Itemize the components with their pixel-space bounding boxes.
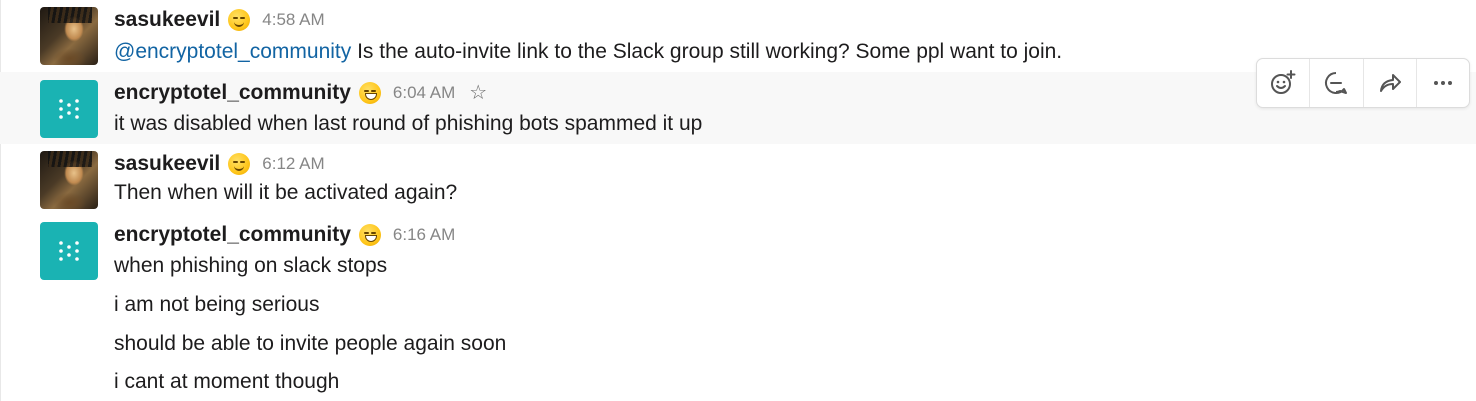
left-border xyxy=(0,0,1,401)
message-text: @encryptotel_community Is the auto-invit… xyxy=(114,40,1062,64)
avatar[interactable] xyxy=(40,7,98,65)
bot-logo-icon xyxy=(59,241,79,261)
message[interactable]: encryptotel_community 6:04 AM ☆ it was d… xyxy=(0,72,1476,144)
user-mention[interactable]: @encryptotel_community xyxy=(114,40,352,63)
username[interactable]: sasukeevil xyxy=(114,8,221,31)
avatar[interactable] xyxy=(40,151,98,209)
message-text: should be able to invite people again so… xyxy=(114,332,507,355)
smirk-emoji-icon xyxy=(228,153,251,175)
username[interactable]: encryptotel_community xyxy=(114,81,351,104)
message-text: Then when will it be activated again? xyxy=(114,181,458,204)
smirk-emoji-icon xyxy=(228,9,251,31)
avatar[interactable] xyxy=(40,222,98,280)
more-actions-icon xyxy=(1433,81,1452,85)
reply-in-thread-icon xyxy=(1325,72,1348,94)
timestamp[interactable]: 4:58 AM xyxy=(262,10,325,29)
timestamp[interactable]: 6:12 AM xyxy=(262,154,325,173)
message-header: encryptotel_community 6:16 AM xyxy=(114,222,455,248)
message-header: encryptotel_community 6:04 AM ☆ xyxy=(114,80,487,106)
timestamp[interactable]: 6:16 AM xyxy=(392,225,456,244)
share-message-button[interactable] xyxy=(1364,59,1417,107)
message-text: it was disabled when last round of phish… xyxy=(114,112,703,135)
message-body: Is the auto-invite link to the Slack gro… xyxy=(357,40,1063,63)
add-reaction-button[interactable] xyxy=(1257,59,1311,107)
message-actions-toolbar xyxy=(1256,58,1470,108)
username[interactable]: sasukeevil xyxy=(114,152,221,175)
message[interactable]: sasukeevil 4:58 AM @encryptotel_communit… xyxy=(0,0,1476,72)
star-icon[interactable]: ☆ xyxy=(469,82,488,104)
username[interactable]: encryptotel_community xyxy=(114,223,351,246)
more-actions-button[interactable] xyxy=(1417,59,1469,107)
share-message-icon xyxy=(1379,74,1401,92)
message-text: i am not being serious xyxy=(114,293,320,316)
message-header: sasukeevil 6:12 AM xyxy=(114,151,325,177)
message[interactable]: sasukeevil 6:12 AM Then when will it be … xyxy=(0,144,1476,214)
avatar[interactable] xyxy=(40,80,98,138)
grin-emoji-icon xyxy=(358,224,381,246)
grin-emoji-icon xyxy=(358,82,381,104)
bot-logo-icon xyxy=(59,99,79,119)
add-reaction-icon xyxy=(1271,70,1296,94)
message-text: when phishing on slack stops xyxy=(114,254,388,277)
message-text: i cant at moment though xyxy=(114,370,340,393)
message-header: sasukeevil 4:58 AM xyxy=(114,7,325,33)
timestamp[interactable]: 6:04 AM xyxy=(392,83,456,102)
message[interactable]: encryptotel_community 6:16 AM when phish… xyxy=(0,214,1476,401)
reply-in-thread-button[interactable] xyxy=(1310,59,1364,107)
